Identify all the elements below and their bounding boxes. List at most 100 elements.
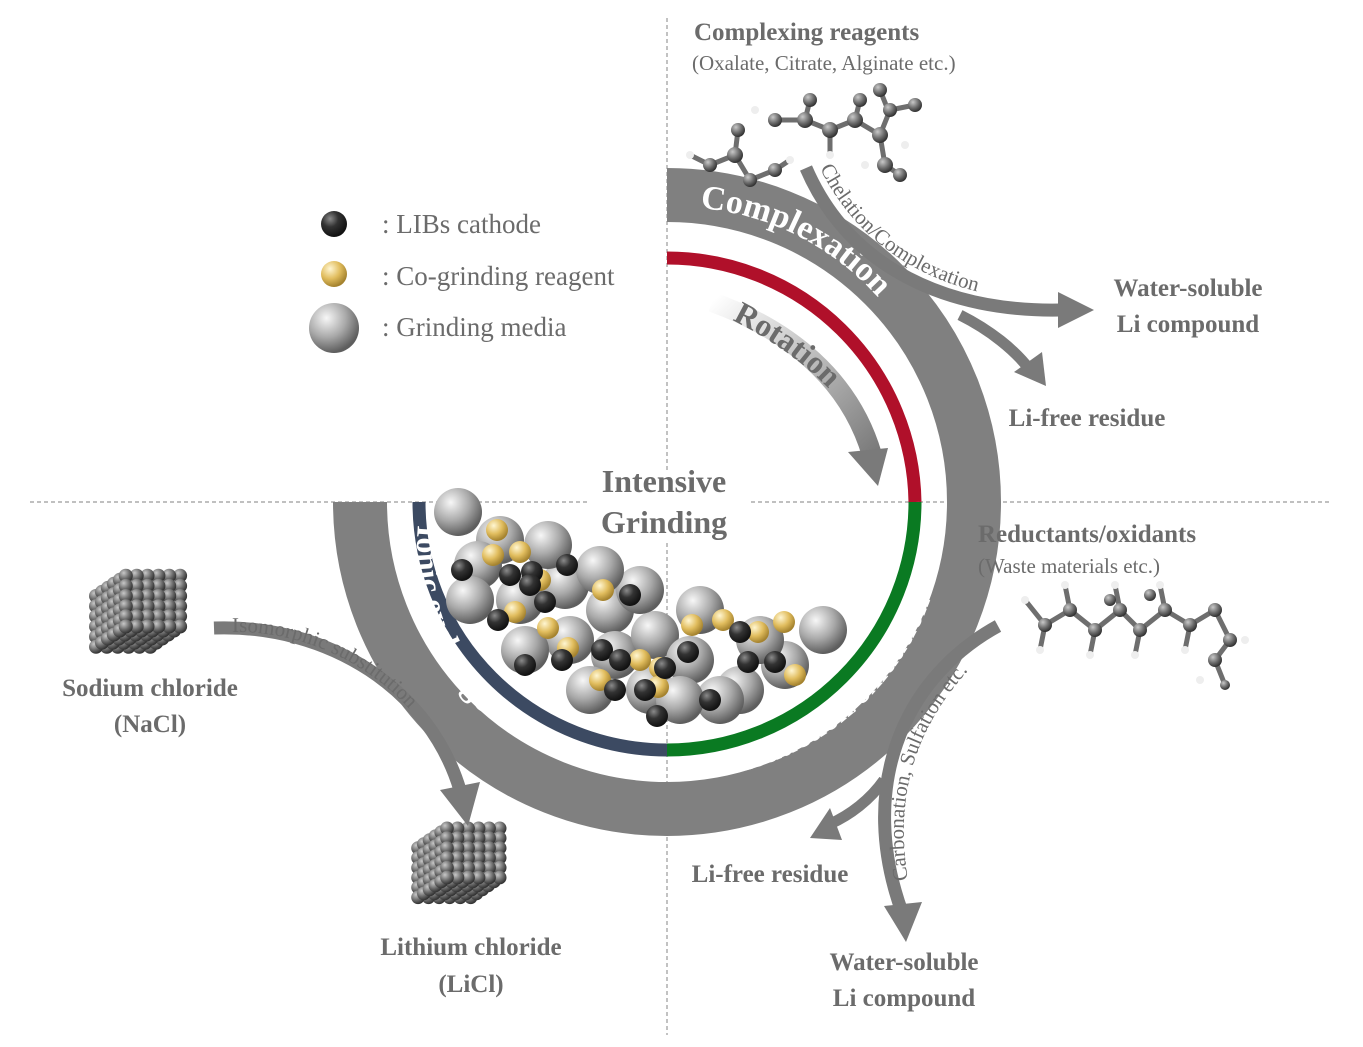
grinding-media-ball [576,546,624,594]
lib-cathode-ball [556,554,578,576]
lib-cathode-ball [699,689,721,711]
molecule-atom [861,161,869,169]
co-grinding-reagent-ball [504,601,526,623]
co-grinding-reagent-ball [509,541,531,563]
crystal-atom [151,609,166,624]
crystal-atom [162,609,177,624]
crystal-atom [461,851,475,865]
molecule-atom [908,98,922,112]
crystal-atom [440,841,454,855]
co-grinding-reagent-ball [486,519,508,541]
reduction-band [666,501,922,757]
molecule-atom [1220,680,1230,690]
molecule-atom [751,106,759,114]
crystal-atom [482,851,496,865]
molecule-atom [893,168,907,182]
crystal-atom [461,841,475,855]
reagent-ball-icon [321,261,347,287]
crystal-atom [129,589,144,603]
crystal-atom [151,578,166,593]
crystal-atom [450,841,465,855]
crystal-atom [140,599,155,614]
crystal-atom [450,831,465,845]
crystal-atom [482,831,496,845]
crystal-atom [140,568,155,583]
complexation-band [666,251,922,503]
molecule-atom [731,123,745,137]
ionic-band [412,501,668,757]
crystal-atom [162,578,177,593]
top-product-line1: Water-soluble [1113,275,1262,302]
crystal-atom [440,851,454,865]
crystal-atom [471,870,486,885]
molecule-atom [743,173,757,187]
co-grinding-reagent-ball [784,664,806,686]
reductants-subtitle: (Waste materials etc.) [978,554,1160,578]
crystal-atom [461,860,475,875]
molecule-atom [1208,653,1222,667]
legend-cathode-label: : LIBs cathode [382,209,541,239]
molecule-atom [1133,623,1147,637]
lib-cathode-ball [646,705,668,727]
co-grinding-reagent-ball [592,579,614,601]
molecule-atom [1086,651,1094,659]
molecule-atom [853,93,867,107]
lib-cathode-ball [487,609,509,631]
crystal-atom [482,860,496,875]
crystal-atom [173,589,188,603]
crystal-atom [482,870,496,885]
lib-cathode-ball [677,641,699,663]
lib-cathode-ball [551,649,573,671]
crystal-atom [492,851,507,865]
complexing-reagents-title: Complexing reagents [694,19,919,46]
molecule-atom [901,141,909,149]
crystal-atom [471,831,486,845]
grinding-media-ball [799,606,847,654]
crystal-atom [129,599,144,614]
legend-reagent-label: : Co-grinding reagent [382,261,615,291]
molecule-atom [1063,603,1077,617]
lib-cathode-ball [534,591,556,613]
molecule-atom [873,83,887,97]
molecule-atom [1038,618,1052,632]
lib-cathode-ball [499,564,521,586]
grinding-bowl [333,168,1002,837]
lib-cathode-ball [764,651,786,673]
crystal-atom [471,851,486,865]
molecule-atom [1183,618,1197,632]
grinding-media-ball [501,626,549,674]
crystal-atom [162,599,177,614]
molecule-atom [1131,651,1139,659]
lib-cathode-ball [604,679,626,701]
carbonation-arrow-icon [810,620,1002,942]
lib-cathode-ball [609,649,631,671]
crystal-atom [450,870,465,885]
molecule-atom [727,147,743,163]
molecule-atom [1021,596,1029,604]
crystal-atom [492,870,507,885]
molecule-icon [1021,581,1249,690]
co-grinding-reagent-ball [712,609,734,631]
molecule-atom [1158,603,1172,617]
molecule-atom [847,112,863,128]
crystal-atom [450,860,465,875]
molecule-atom [1181,646,1189,654]
co-grinding-reagent-ball [747,621,769,643]
rotation-label: Rotation [729,294,849,393]
crystal-atom [492,821,507,836]
crystal-atom [440,860,454,875]
crystal-atom [492,831,507,845]
lib-cathode-ball [451,559,473,581]
top-residue-label: Li-free residue [1009,405,1166,432]
bottom-product-line1: Water-soluble [829,949,978,976]
molecule-atom [822,122,838,138]
licl-label-line2: (LiCl) [438,971,503,998]
lib-cathode-ball [737,651,759,673]
crystal-atom [162,568,177,583]
crystal-atom [118,589,133,603]
co-grinding-reagent-ball [482,544,504,566]
isomorphic-arrow-icon [213,621,480,826]
molecule-atom [1223,633,1237,647]
crystal-atom [151,589,166,603]
crystal-atom [162,619,177,634]
